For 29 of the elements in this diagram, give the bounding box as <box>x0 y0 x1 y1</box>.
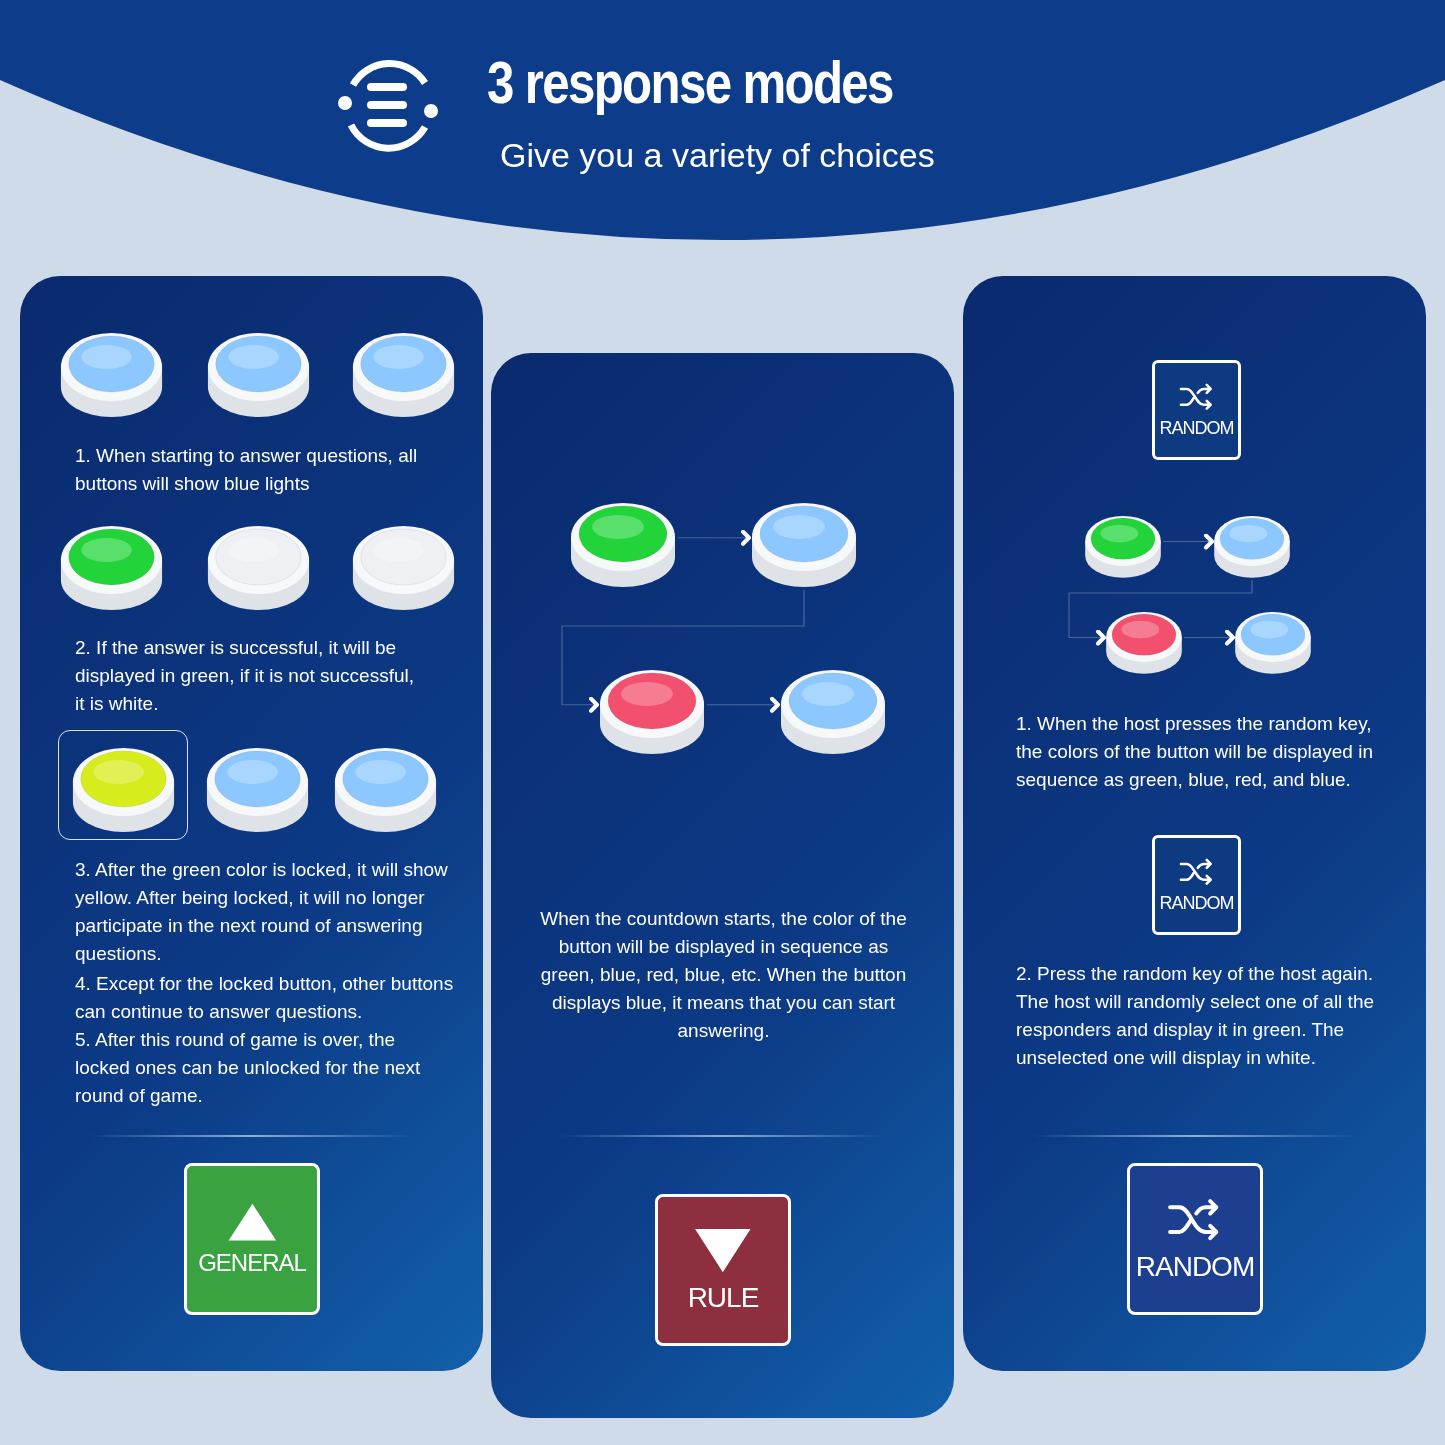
title: 3 response modes <box>487 48 893 117</box>
instruction-text: 2. If the answer is successful, it will be displayed in green, if it is not successful, it is white. <box>75 636 415 716</box>
mode-key <box>1127 1163 1263 1315</box>
arrow <box>677 529 751 546</box>
mode-key <box>1152 360 1241 460</box>
arrow <box>1183 629 1235 646</box>
mode-panel <box>963 276 1426 1371</box>
key-label: RANDOM <box>1159 892 1234 914</box>
key-label: GENERAL <box>198 1249 306 1278</box>
key-label: RULE <box>687 1282 759 1315</box>
instruction-text: 5. After this round of game is over, the locked ones can be unlocked for the next round of game. <box>75 1028 422 1108</box>
instruction-text: 2. Press the random key of the host again. The host will randomly select one of all the responders and display it in green. The unselected one will display in white. <box>1016 962 1375 1070</box>
arrow <box>561 589 805 713</box>
mode-key <box>184 1163 320 1315</box>
mode-panel <box>20 276 483 1371</box>
arrow <box>1162 533 1214 550</box>
mode-panel <box>491 353 954 1418</box>
arrow <box>1068 579 1253 646</box>
instruction-text: 1. When the host presses the random key, the colors of the button will be displayed in sequence as green, blue, red, and blue. <box>1016 712 1374 792</box>
key-label: RANDOM <box>1135 1251 1255 1284</box>
arrow <box>706 696 780 713</box>
key-label: RANDOM <box>1159 417 1234 439</box>
instruction-text: 1. When starting to answer questions, all buttons will show blue lights <box>75 444 419 496</box>
instruction-text: 3. After the green color is locked, it will show yellow. After being locked, it will no longer participate in the next round of answering questions. <box>75 858 449 966</box>
subtitle: Give you a variety of choices <box>500 136 935 175</box>
mode-key <box>1152 835 1241 935</box>
instruction-text: When the countdown starts, the color of the button will be displayed in sequence as green, blue, red, blue, etc. When the button displays blue, it means that you can start answering. <box>539 907 908 1043</box>
mode-key <box>655 1194 791 1346</box>
instruction-text: 4. Except for the locked button, other buttons can continue to answer questions. <box>75 972 455 1024</box>
